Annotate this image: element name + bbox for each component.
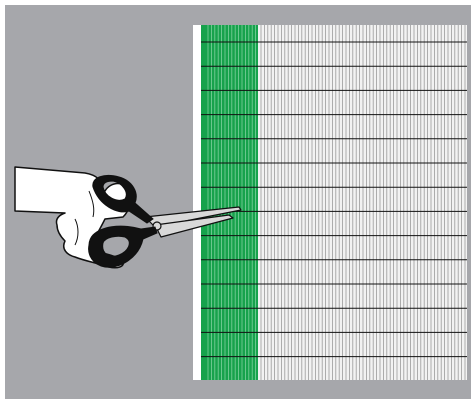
sheet-left-edge xyxy=(193,25,201,380)
illustration-background xyxy=(5,5,471,399)
vertical-stripes xyxy=(261,25,465,380)
grid-sheet xyxy=(193,25,467,380)
green-cut-strip xyxy=(201,25,258,380)
hand-icon xyxy=(15,167,131,268)
green-strip-stripes xyxy=(208,25,256,380)
scissor-lower-handle xyxy=(89,226,157,267)
illustration-canvas xyxy=(5,5,471,399)
